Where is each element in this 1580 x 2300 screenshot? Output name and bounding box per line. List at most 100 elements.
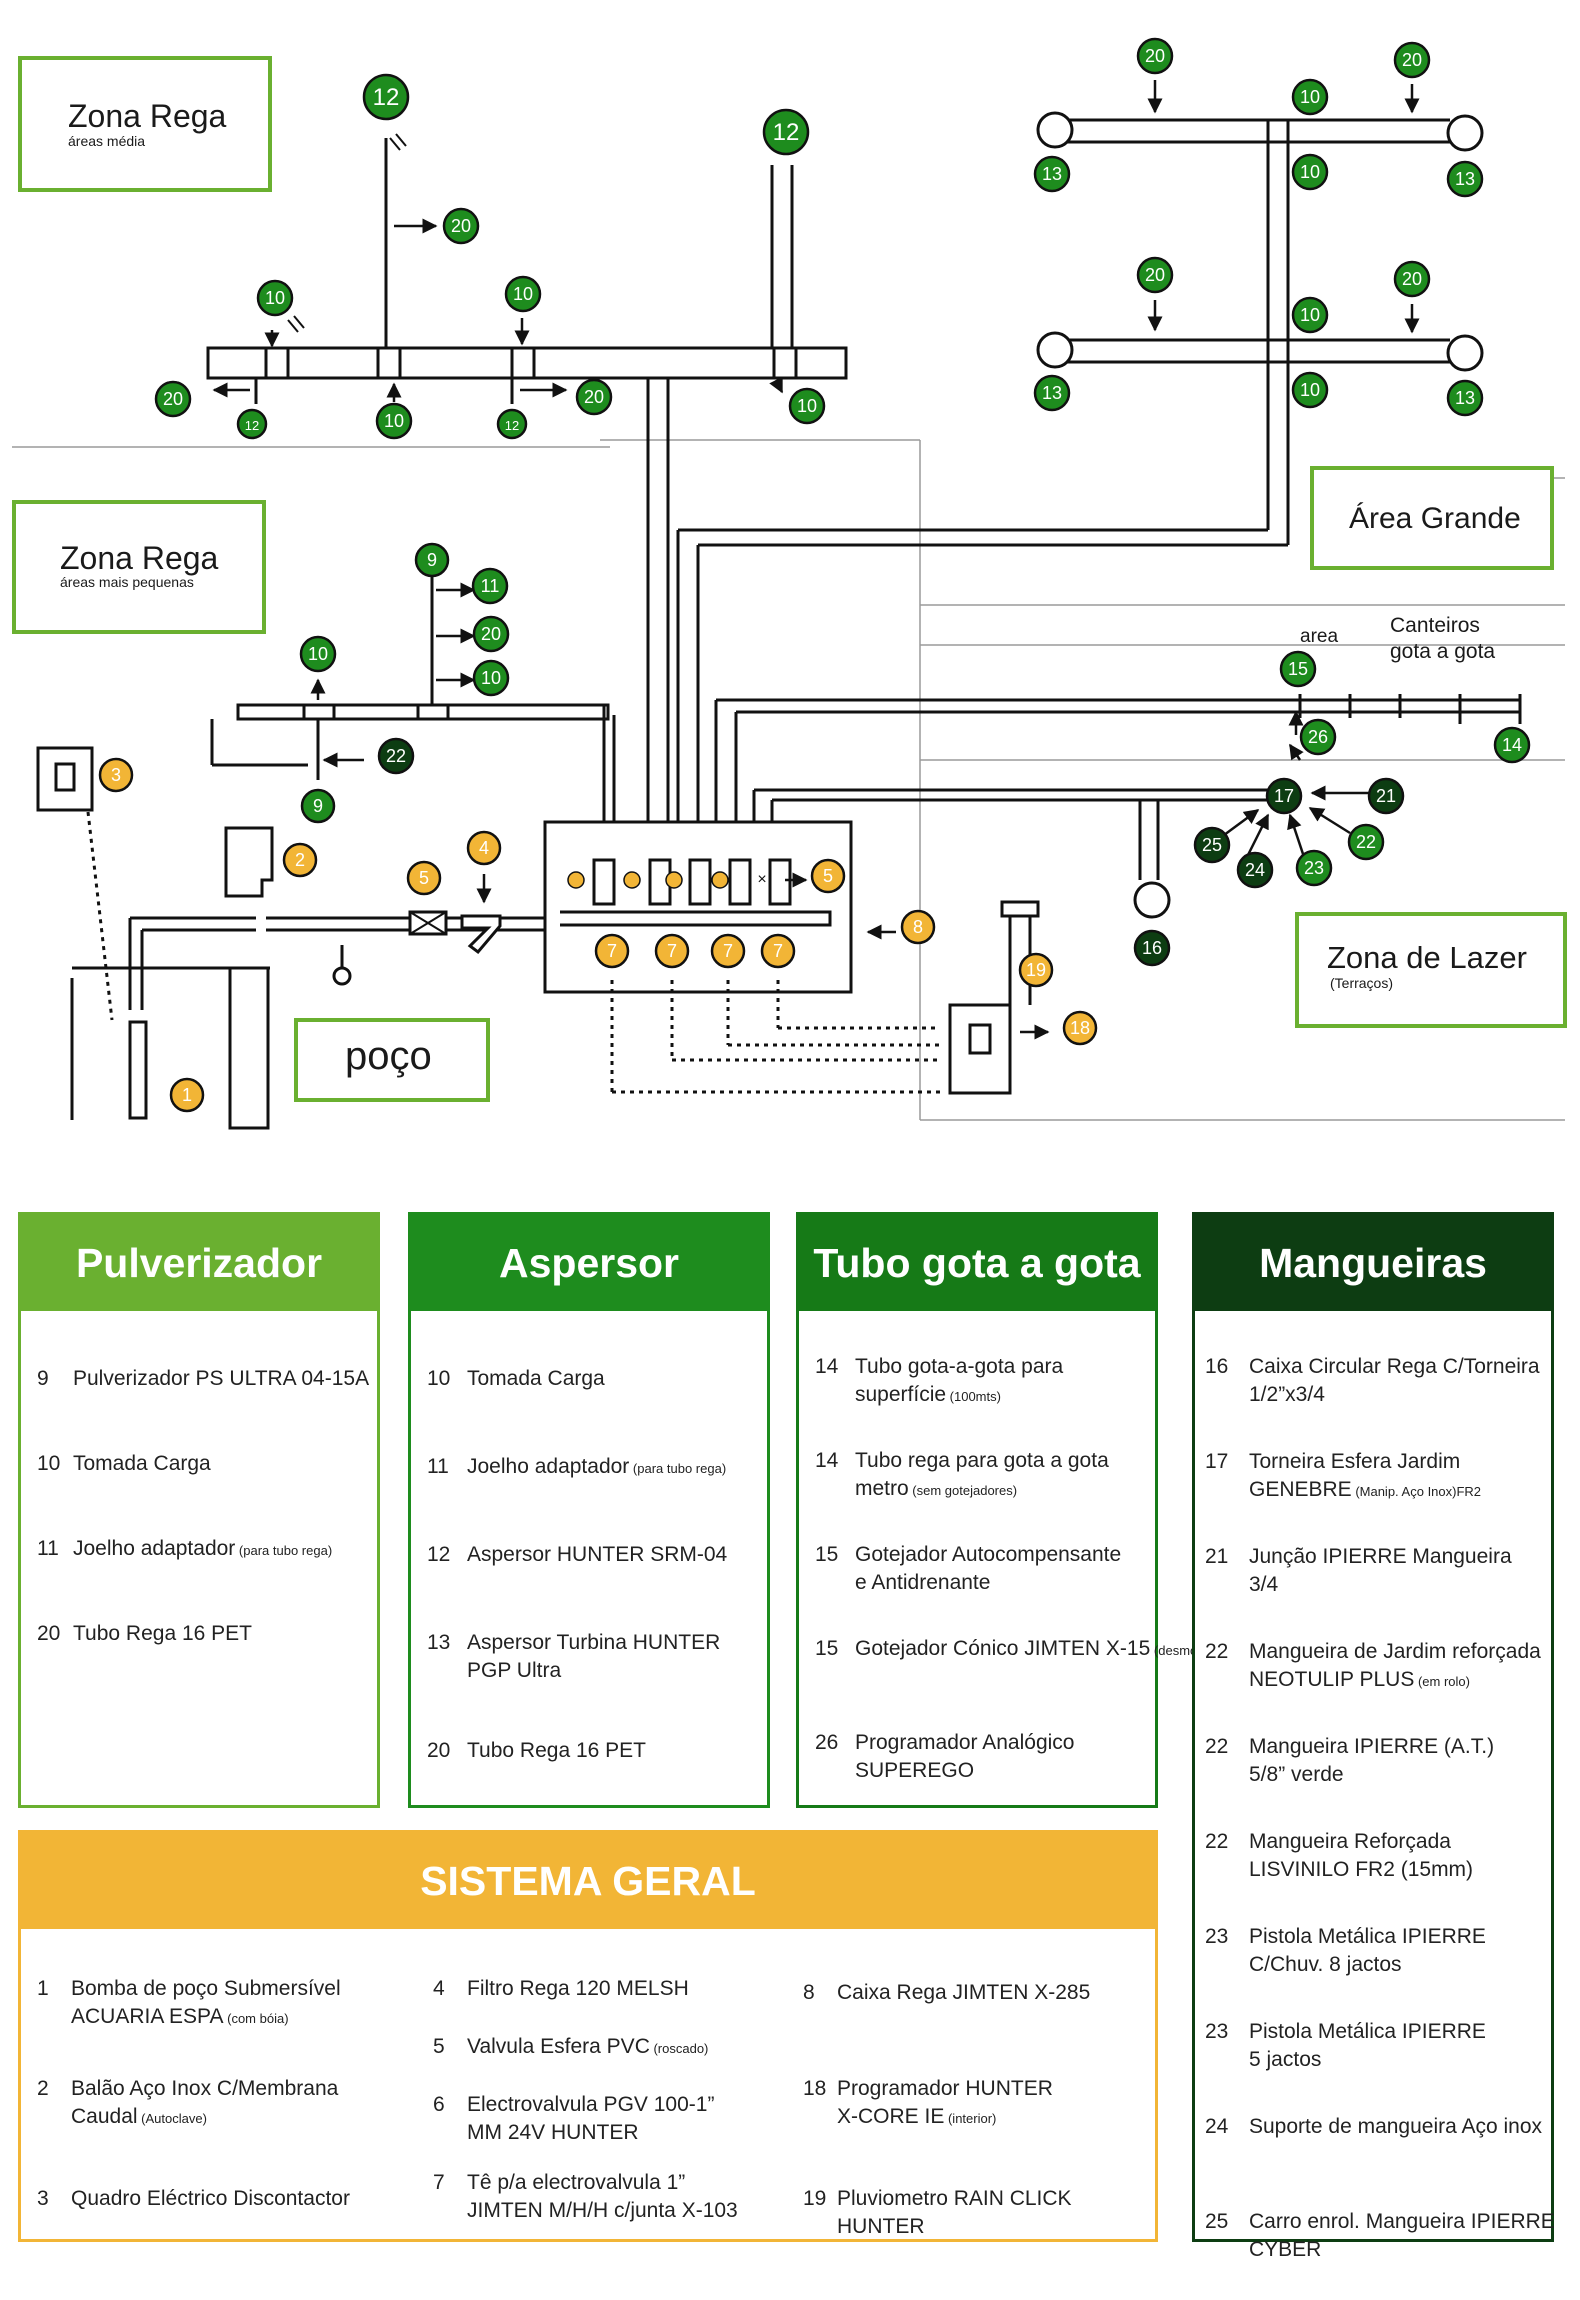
badge-circle [1393, 260, 1431, 298]
badge-13: 13 [1446, 160, 1484, 198]
badge-label: 21 [1376, 786, 1396, 806]
item-number: 24 [1205, 2115, 1229, 2138]
badge-label: 22 [386, 746, 406, 766]
item-text: Tubo Rega 16 PET [467, 1737, 646, 1765]
item-text: Joelho adaptador (para tubo rega) [73, 1535, 332, 1565]
badge-circle [1133, 929, 1171, 967]
badge-circle [1367, 777, 1405, 815]
badge-13: 13 [1033, 374, 1071, 412]
badge-label: 19 [1026, 960, 1046, 980]
item-text: Suporte de mangueira Aço inox [1249, 2113, 1542, 2141]
poco-title: poço [345, 1034, 432, 1078]
badge-label: 7 [773, 941, 783, 961]
item-line: Tubo gota-a-gota para [855, 1355, 1064, 1378]
badge-circle [654, 933, 690, 969]
badge-circle [442, 207, 480, 245]
badge-10: 10 [256, 279, 294, 317]
item-number: 23 [1205, 1925, 1229, 1948]
item-line: Pluviometro RAIN CLICK [837, 2187, 1072, 2210]
badge-circle [472, 615, 510, 653]
item-number: 11 [427, 1455, 449, 1478]
badge-12: 12 [236, 408, 268, 440]
badge-label: 23 [1304, 858, 1324, 878]
item-line: Programador Analógico [855, 1731, 1075, 1754]
badge-19: 19 [1018, 952, 1054, 988]
panel-pulverizador-title: Pulverizador [75, 1239, 323, 1286]
zona-pequenas-box [12, 500, 266, 634]
badge-14: 14 [1493, 726, 1531, 764]
badge-circle [472, 659, 510, 697]
badge-11: 11 [471, 567, 509, 605]
item-line: Bomba de poço Submersível [71, 1977, 341, 2000]
badge-label: 18 [1070, 1018, 1090, 1038]
badge-label: 20 [451, 216, 471, 236]
badge-circle [1279, 650, 1317, 688]
badge-label: 16 [1142, 938, 1162, 958]
zona-lazer-title: Zona de Lazer [1327, 940, 1527, 975]
item-number: 6 [433, 2093, 445, 2116]
item-note: (para tubo rega) [235, 1543, 333, 1558]
item-line: Junção IPIERRE Mangueira [1249, 1545, 1512, 1568]
badge-label: 20 [1402, 269, 1422, 289]
badge-circle [256, 279, 294, 317]
item-number: 11 [37, 1537, 59, 1560]
badge-circle [1033, 155, 1071, 193]
badge-circle [900, 909, 936, 945]
item-line: X-CORE IE (interior) [837, 2105, 997, 2128]
item-note: (para tubo rega) [629, 1461, 727, 1476]
item-line: 3/4 [1249, 1573, 1279, 1596]
badge-circle [594, 933, 630, 969]
badge-label: 12 [245, 418, 259, 433]
badge-circle [1493, 726, 1531, 764]
badge-4: 4 [466, 830, 502, 866]
badge-25: 25 [1193, 826, 1231, 864]
badge-label: 10 [1300, 305, 1320, 325]
badge-20: 20 [472, 615, 510, 653]
badge-label: 7 [667, 941, 677, 961]
irrigation-diagram: × [12, 37, 1565, 1130]
badge-1: 1 [169, 1077, 205, 1113]
item-line: JIMTEN M/H/H c/junta X-103 [467, 2199, 738, 2222]
badge-label: 15 [1288, 659, 1308, 679]
badge-22: 22 [377, 737, 415, 775]
badge-5: 5 [810, 858, 846, 894]
item-line: Electrovalvula PGV 100-1” [467, 2093, 715, 2116]
badge-label: 13 [1042, 164, 1062, 184]
item-line: LISVINILO FR2 (15mm) [1249, 1858, 1474, 1881]
item-line: Tubo Rega 16 PET [73, 1622, 252, 1645]
item-text: Joelho adaptador (para tubo rega) [467, 1453, 726, 1483]
badge-20: 20 [1136, 37, 1174, 75]
badge-circle [1291, 153, 1329, 191]
badge-circle [496, 408, 528, 440]
item-line: Tê p/a electrovalvula 1” [467, 2171, 686, 2194]
badge-label: 13 [1455, 388, 1475, 408]
item-text: Electrovalvula PGV 100-1”MM 24V HUNTER [467, 2091, 714, 2147]
item-number: 14 [815, 1355, 839, 1378]
badge-circle [377, 737, 415, 775]
item-line: Pistola Metálica IPIERRE [1249, 1925, 1486, 1948]
item-number: 16 [1205, 1355, 1229, 1378]
item-line: CYBER [1249, 2238, 1322, 2261]
badge-circle [1236, 851, 1274, 889]
item-text: Gotejador Cónico JIMTEN X-15 (desmontave… [855, 1635, 1236, 1665]
badge-circle [1193, 826, 1231, 864]
badge-9: 9 [300, 788, 336, 824]
zona-media-subtitle: áreas média [68, 133, 146, 149]
badge-circle [710, 933, 746, 969]
badge-label: 10 [308, 644, 328, 664]
item-line: Caudal (Autoclave) [71, 2105, 207, 2128]
